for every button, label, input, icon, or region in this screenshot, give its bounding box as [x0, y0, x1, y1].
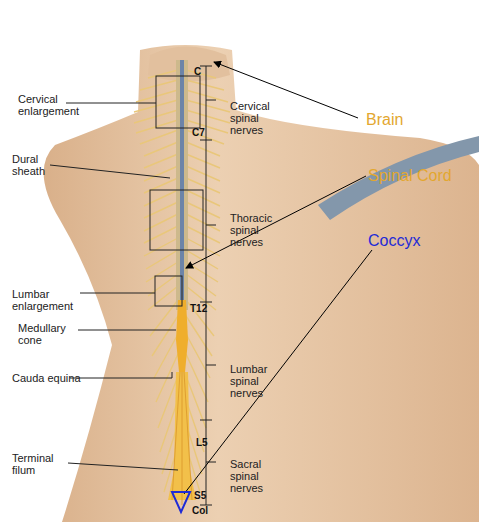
body-back	[44, 45, 479, 522]
region-label: Lumbar spinal nerves	[230, 363, 280, 399]
leader-line	[66, 103, 156, 104]
arm-shade	[318, 136, 479, 220]
part-label: Lumbar enlargement	[12, 288, 92, 312]
segment-label: S5	[194, 490, 214, 501]
segment-label: T12	[190, 303, 214, 314]
region-label: Sacral spinal nerves	[230, 458, 280, 494]
segment-label: Col	[192, 505, 218, 516]
region-brackets	[150, 66, 216, 505]
spinal-cord	[180, 60, 184, 312]
leader-line	[78, 330, 176, 331]
arrow-line	[186, 176, 366, 268]
part-label: Cauda equina	[12, 372, 102, 384]
coccyx-marker	[172, 492, 190, 512]
leader-line	[68, 463, 178, 470]
annotation-label: Coccyx	[368, 232, 458, 250]
leader-line	[70, 372, 172, 378]
part-label: Cervical enlargement	[18, 93, 90, 117]
part-label: Dural sheath	[12, 153, 62, 177]
part-label: Medullary cone	[18, 322, 78, 346]
region-label: Thoracic spinal nerves	[230, 212, 280, 248]
thoracic-bracket	[150, 190, 203, 250]
part-label: Terminal filum	[12, 452, 72, 476]
leader-line	[80, 293, 155, 294]
annotation-arrows	[184, 62, 372, 494]
arrow-line	[184, 250, 372, 494]
annotation-label: Spinal Cord	[368, 167, 478, 185]
cervical-enlargement-bracket	[156, 76, 200, 128]
segment-label: C	[194, 66, 214, 77]
filum-strands	[172, 372, 192, 505]
segment-label: L5	[196, 437, 216, 448]
leader-lines	[50, 103, 178, 470]
leader-line	[50, 165, 170, 178]
lumbar-enlargement-bracket	[155, 276, 182, 306]
segment-label: C7	[192, 127, 212, 138]
region-label: Cervical spinal nerves	[230, 100, 288, 136]
annotation-label: Brain	[366, 111, 446, 129]
medullary-cone	[176, 300, 188, 372]
